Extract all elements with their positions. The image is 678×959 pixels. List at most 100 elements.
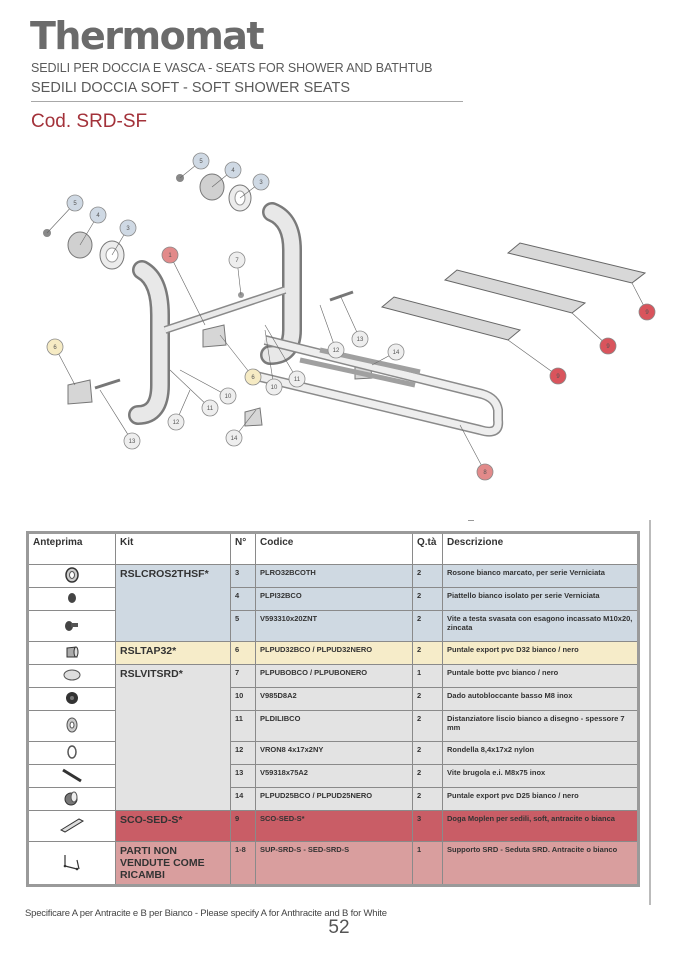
part-quantity: 2 [412, 641, 443, 665]
kit-name: RSLCROS2THSF* [115, 564, 231, 642]
preview-cell [27, 787, 116, 811]
col-header-preview: Anteprima [27, 532, 116, 565]
part-code: SCO-SED-S* [255, 810, 413, 842]
part-quantity: 2 [412, 587, 443, 611]
ring-icon [65, 567, 79, 583]
callout-badge [224, 161, 242, 179]
part-number: 6 [230, 641, 256, 665]
callout-number: 6 [251, 375, 255, 381]
part-description: Distanziatore liscio bianco a disegno - … [442, 710, 639, 742]
callout-badge [351, 330, 369, 348]
frame-icon [63, 855, 80, 871]
callout-badge [201, 399, 219, 417]
part-description: Doga Moplen per sedili, soft, antracite … [442, 810, 639, 842]
preview-cell [27, 610, 116, 642]
part-quantity: 2 [412, 787, 443, 811]
kit-name: RSLVITSRD* [115, 664, 231, 811]
callout-number: 13 [357, 337, 364, 343]
callout-badge [288, 370, 306, 388]
part-number: 7 [230, 664, 256, 688]
kit-name: RSLTAP32* [115, 641, 231, 665]
left-support-tube [128, 260, 170, 425]
end-cap-icon [66, 646, 79, 658]
screw-icon [65, 621, 78, 631]
preview-cell [27, 564, 116, 588]
part-number: 14 [230, 787, 256, 811]
part-description: Puntale export pvc D25 bianco / nero [442, 787, 639, 811]
part-number: 9 [230, 810, 256, 842]
part-code: PLRO32BCOTH [255, 564, 413, 588]
callout-leader-line [179, 369, 229, 397]
callout-badge [476, 463, 494, 481]
callout-number: 6 [53, 345, 57, 351]
page-number: 52 [328, 917, 350, 938]
callout-number: 8 [483, 470, 487, 476]
part-code: PLPUBOBCO / PLPUBONERO [255, 664, 413, 688]
preview-cell [27, 741, 116, 765]
preview-cell [27, 587, 116, 611]
callout-number: 9 [606, 344, 610, 350]
preview-cell [27, 664, 116, 688]
part-number: 3 [230, 564, 256, 588]
callout-number: 4 [96, 213, 100, 219]
callout-number: 14 [231, 436, 238, 442]
callout-number: 5 [73, 201, 77, 207]
callout-number: 12 [173, 420, 180, 426]
part-code: PLDILIBCO [255, 710, 413, 742]
part-quantity: 1 [412, 664, 443, 688]
part-code: V985D8A2 [255, 687, 413, 711]
callout-leader-line [264, 324, 298, 380]
callout-badge [225, 429, 243, 447]
callout-leader-line [264, 329, 275, 388]
col-header-kit: Kit [115, 532, 231, 565]
part-quantity: 2 [412, 564, 443, 588]
header-divider [31, 101, 463, 102]
callout-badge [244, 368, 262, 386]
callout-number: 3 [259, 180, 263, 186]
part-description: Rondella 8,4x17x2 nylon [442, 741, 639, 765]
part-number: 10 [230, 687, 256, 711]
col-header-code: Codice [255, 532, 413, 565]
right-support-tube [260, 202, 302, 365]
part-quantity: 2 [412, 764, 443, 788]
disc-icon [68, 593, 76, 603]
part-number: 12 [230, 741, 256, 765]
part-code: V593310x20ZNT [255, 610, 413, 642]
preview-cell [27, 641, 116, 665]
part-quantity: 3 [412, 810, 443, 842]
callout-number: 3 [126, 226, 130, 232]
preview-cell [27, 841, 116, 886]
part-code: PLPUD32BCO / PLPUD32NERO [255, 641, 413, 665]
callout-badge [192, 152, 210, 170]
callout-leader-line [169, 369, 211, 409]
callout-badge [228, 251, 246, 269]
brand-logo: Thermomat [30, 14, 265, 58]
table-header-row: Anteprima Kit N° Codice Q.tà Descrizione [27, 532, 639, 565]
part-quantity: 2 [412, 610, 443, 642]
callout-badge [123, 432, 141, 450]
spacer-icon [66, 717, 78, 733]
bolt-icon [62, 768, 82, 783]
callout-badge [387, 343, 405, 361]
part-description: Rosone bianco marcato, per serie Vernici… [442, 564, 639, 588]
callout-badge [638, 303, 656, 321]
callout-number: 13 [129, 439, 136, 445]
callout-number: 4 [231, 168, 235, 174]
seat-slat-icon [59, 818, 85, 833]
col-header-description: Descrizione [442, 532, 639, 565]
part-description: Piattello bianco isolato per serie Verni… [442, 587, 639, 611]
callout-leader-line [219, 334, 254, 378]
preview-cell [27, 810, 116, 842]
catalog-subsection-title: SEDILI DOCCIA SOFT - SOFT SHOWER SEATS [31, 80, 351, 96]
part-code: SUP-SRD-S - SED-SRD-S [255, 841, 413, 886]
callout-badge [327, 341, 345, 359]
part-description: Puntale export pvc D32 bianco / nero [442, 641, 639, 665]
callout-number: 11 [207, 406, 214, 412]
callout-number: 12 [333, 348, 340, 354]
col-header-number: N° [230, 532, 256, 565]
